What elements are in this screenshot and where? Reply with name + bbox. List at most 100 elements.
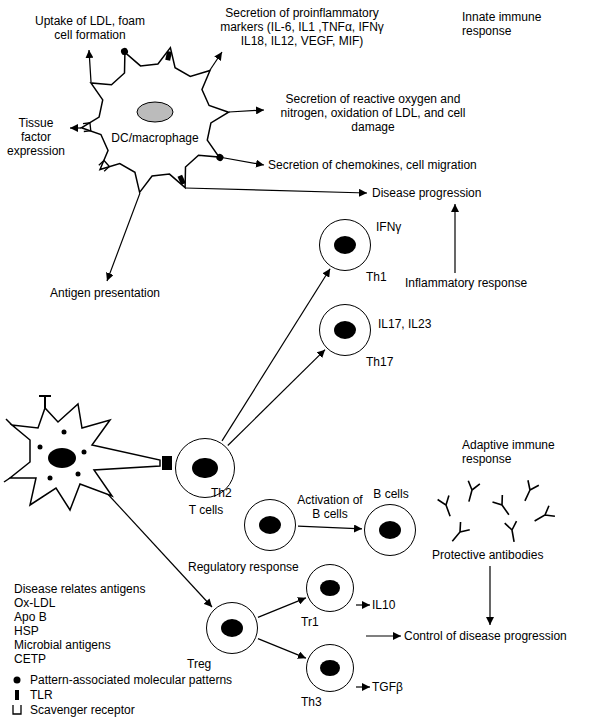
pamp-dot <box>82 450 87 455</box>
uptake-arrow <box>89 50 91 82</box>
legend-row: Pattern-associated molecular patterns <box>10 672 232 687</box>
annotation-text: HSP <box>14 624 114 638</box>
legend-text: TLR <box>30 688 53 702</box>
receptor-symbol <box>215 153 225 163</box>
legend-row: Scavenger receptor <box>10 702 135 717</box>
annotation-text: Tissue factor expression <box>4 116 68 158</box>
dendritic-cell <box>4 396 172 510</box>
pamp-dot <box>48 476 53 481</box>
cell-name: Th2 <box>211 486 232 500</box>
legend-text: Scavenger receptor <box>30 703 135 717</box>
annotation-text: Secretion of chemokines, cell migration <box>268 158 500 172</box>
cell-name: Treg <box>187 657 211 671</box>
arrow-connector <box>298 526 362 529</box>
annotation-text: Ox-LDL <box>14 596 114 610</box>
nucleus <box>192 458 218 479</box>
nucleus <box>259 516 281 534</box>
nucleus <box>334 236 356 254</box>
receptor-symbol <box>4 478 10 482</box>
pamp-dot <box>38 445 43 450</box>
legend-text: Pattern-associated molecular patterns <box>30 673 232 687</box>
cytokine-label: IL17, IL23 <box>378 317 431 331</box>
arrow-connector <box>258 598 306 618</box>
antibody-symbol <box>532 506 555 526</box>
lymphocyte-cell: B cells <box>364 504 416 556</box>
annotation-text: Secretion of reactive oxygen and nitroge… <box>268 92 478 134</box>
annotation-text: Disease relates antigens <box>14 582 184 596</box>
legend-swatch <box>10 688 26 702</box>
tissue-arrow <box>70 127 81 128</box>
antibody-symbol <box>438 495 456 518</box>
cell-name: T cells <box>166 503 246 517</box>
receptor-symbol <box>39 396 51 408</box>
annotation-text: Uptake of LDL, foam cell formation <box>30 14 150 42</box>
annotation-text: Disease progression <box>372 186 502 200</box>
legend-row: TLR <box>10 687 53 702</box>
lymphocyte-cell: IFNγTh1 <box>319 219 371 271</box>
annotation-text: Control of disease progression <box>404 629 596 643</box>
cell-name: Th1 <box>366 270 387 284</box>
antibody-symbol <box>463 481 480 503</box>
cell-name: Th3 <box>301 695 322 709</box>
receptor-symbol <box>120 47 129 56</box>
nucleus <box>334 321 356 339</box>
receptor-symbol <box>83 123 91 132</box>
cell-outline <box>81 48 228 193</box>
cell-name: DC/macrophage <box>80 131 230 145</box>
receptor-symbol <box>6 419 12 425</box>
annotation-text: CETP <box>14 652 114 666</box>
antibody-symbol <box>505 521 520 543</box>
macrophage-cell: DC/macrophage <box>80 45 230 195</box>
pamp-dot <box>62 430 67 435</box>
edge-label: Activation of B cells <box>296 493 364 521</box>
secretion-arrow <box>210 52 222 70</box>
lymphocyte-cell: IL17, IL23Th17 <box>319 304 371 356</box>
annotation-text: IL10 <box>372 598 412 612</box>
legend-swatch <box>10 703 26 717</box>
annotation-text: Secretion of proinflammatory markers (IL… <box>212 6 392 48</box>
arrow-connector <box>222 269 330 441</box>
cell-name: Th17 <box>366 355 393 369</box>
antibody-symbol <box>492 495 513 518</box>
cell-outline <box>10 404 160 510</box>
annotation-text: Regulatory response <box>188 560 318 574</box>
annotation-text: Microbial antigens <box>14 638 154 652</box>
antibody-symbol <box>448 522 470 545</box>
receptor-symbol <box>99 161 110 172</box>
tcr-mhc-contact <box>162 456 172 470</box>
tgfb-arrow <box>356 686 370 687</box>
nucleus <box>320 580 340 597</box>
chemokine-arrow <box>219 157 264 165</box>
nucleus <box>379 521 401 539</box>
nucleus <box>48 448 76 468</box>
macrophage-outline <box>80 45 230 195</box>
lymphocyte-cell: Tr1 <box>306 564 354 612</box>
receptor-symbol <box>165 51 172 61</box>
progression-arrow <box>185 188 367 193</box>
cell-name: B cells <box>351 487 431 501</box>
control-arrow <box>366 635 401 636</box>
antibody-arrow <box>489 566 490 625</box>
legend-swatch <box>10 673 26 687</box>
nucleus <box>320 660 340 677</box>
pamp-dot <box>76 472 81 477</box>
nucleus <box>221 619 243 637</box>
antigen-arrow <box>107 193 140 281</box>
annotation-text: Inflammatory response <box>405 276 545 290</box>
lymphocyte-cell: Treg <box>206 602 258 654</box>
antibodies <box>438 480 555 545</box>
nucleus <box>137 102 173 122</box>
il10-arrow <box>356 604 370 605</box>
annotation-text: Adaptive immune response <box>462 438 594 466</box>
cytokine-label: IFNγ <box>376 220 401 234</box>
annotation-text: Antigen presentation <box>40 286 170 300</box>
lymphocyte-cell: Th2 <box>244 499 296 551</box>
annotation-text: TGFβ <box>372 680 412 694</box>
ros-arrow <box>229 110 264 112</box>
antibody-symbol <box>519 480 538 503</box>
annotation-text: Apo B <box>14 610 114 624</box>
arrow-connector <box>228 350 325 446</box>
cell-name: Tr1 <box>301 615 319 629</box>
lymphocyte-cell: Th3 <box>306 644 354 692</box>
